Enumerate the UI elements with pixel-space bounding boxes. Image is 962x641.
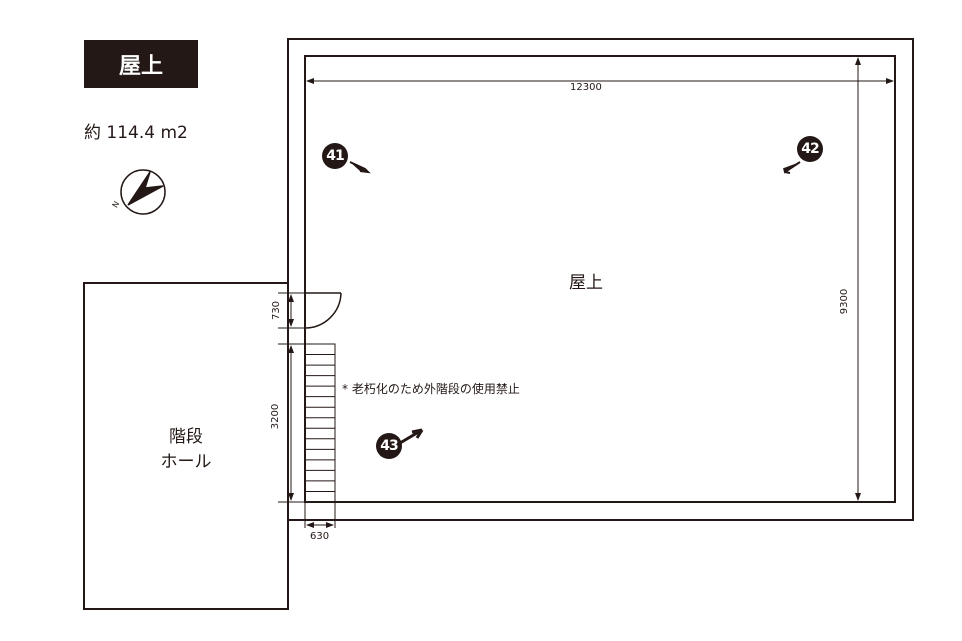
photo-marker-42: 42	[797, 136, 823, 162]
arrow-41-icon	[349, 161, 371, 174]
dim-stair-length: 3200	[270, 403, 282, 430]
inner-wall	[304, 55, 896, 503]
arrow-43-icon	[399, 428, 424, 445]
stair-outline	[304, 343, 336, 503]
area-label: 約 114.4 m2	[84, 123, 188, 143]
dim-depth: 9300	[839, 288, 851, 315]
door	[304, 292, 342, 329]
stair-hall-label-1: 階段	[169, 427, 203, 447]
dim-door: 730	[271, 300, 283, 321]
dim-stair-width: 630	[310, 531, 330, 542]
arrow-42-icon	[783, 161, 801, 174]
stairs	[304, 343, 336, 503]
compass-icon	[120, 169, 166, 215]
stair-hall-label-2: ホール	[160, 452, 212, 472]
roof-label: 屋上	[569, 273, 603, 293]
photo-marker-43: 43	[376, 433, 402, 459]
outer-wall	[287, 38, 914, 521]
photo-marker-41: 41	[322, 143, 348, 169]
page-title: 屋上	[84, 40, 198, 88]
stair-note: * 老朽化のため外階段の使用禁止	[342, 382, 520, 396]
dim-width: 12300	[570, 82, 602, 93]
